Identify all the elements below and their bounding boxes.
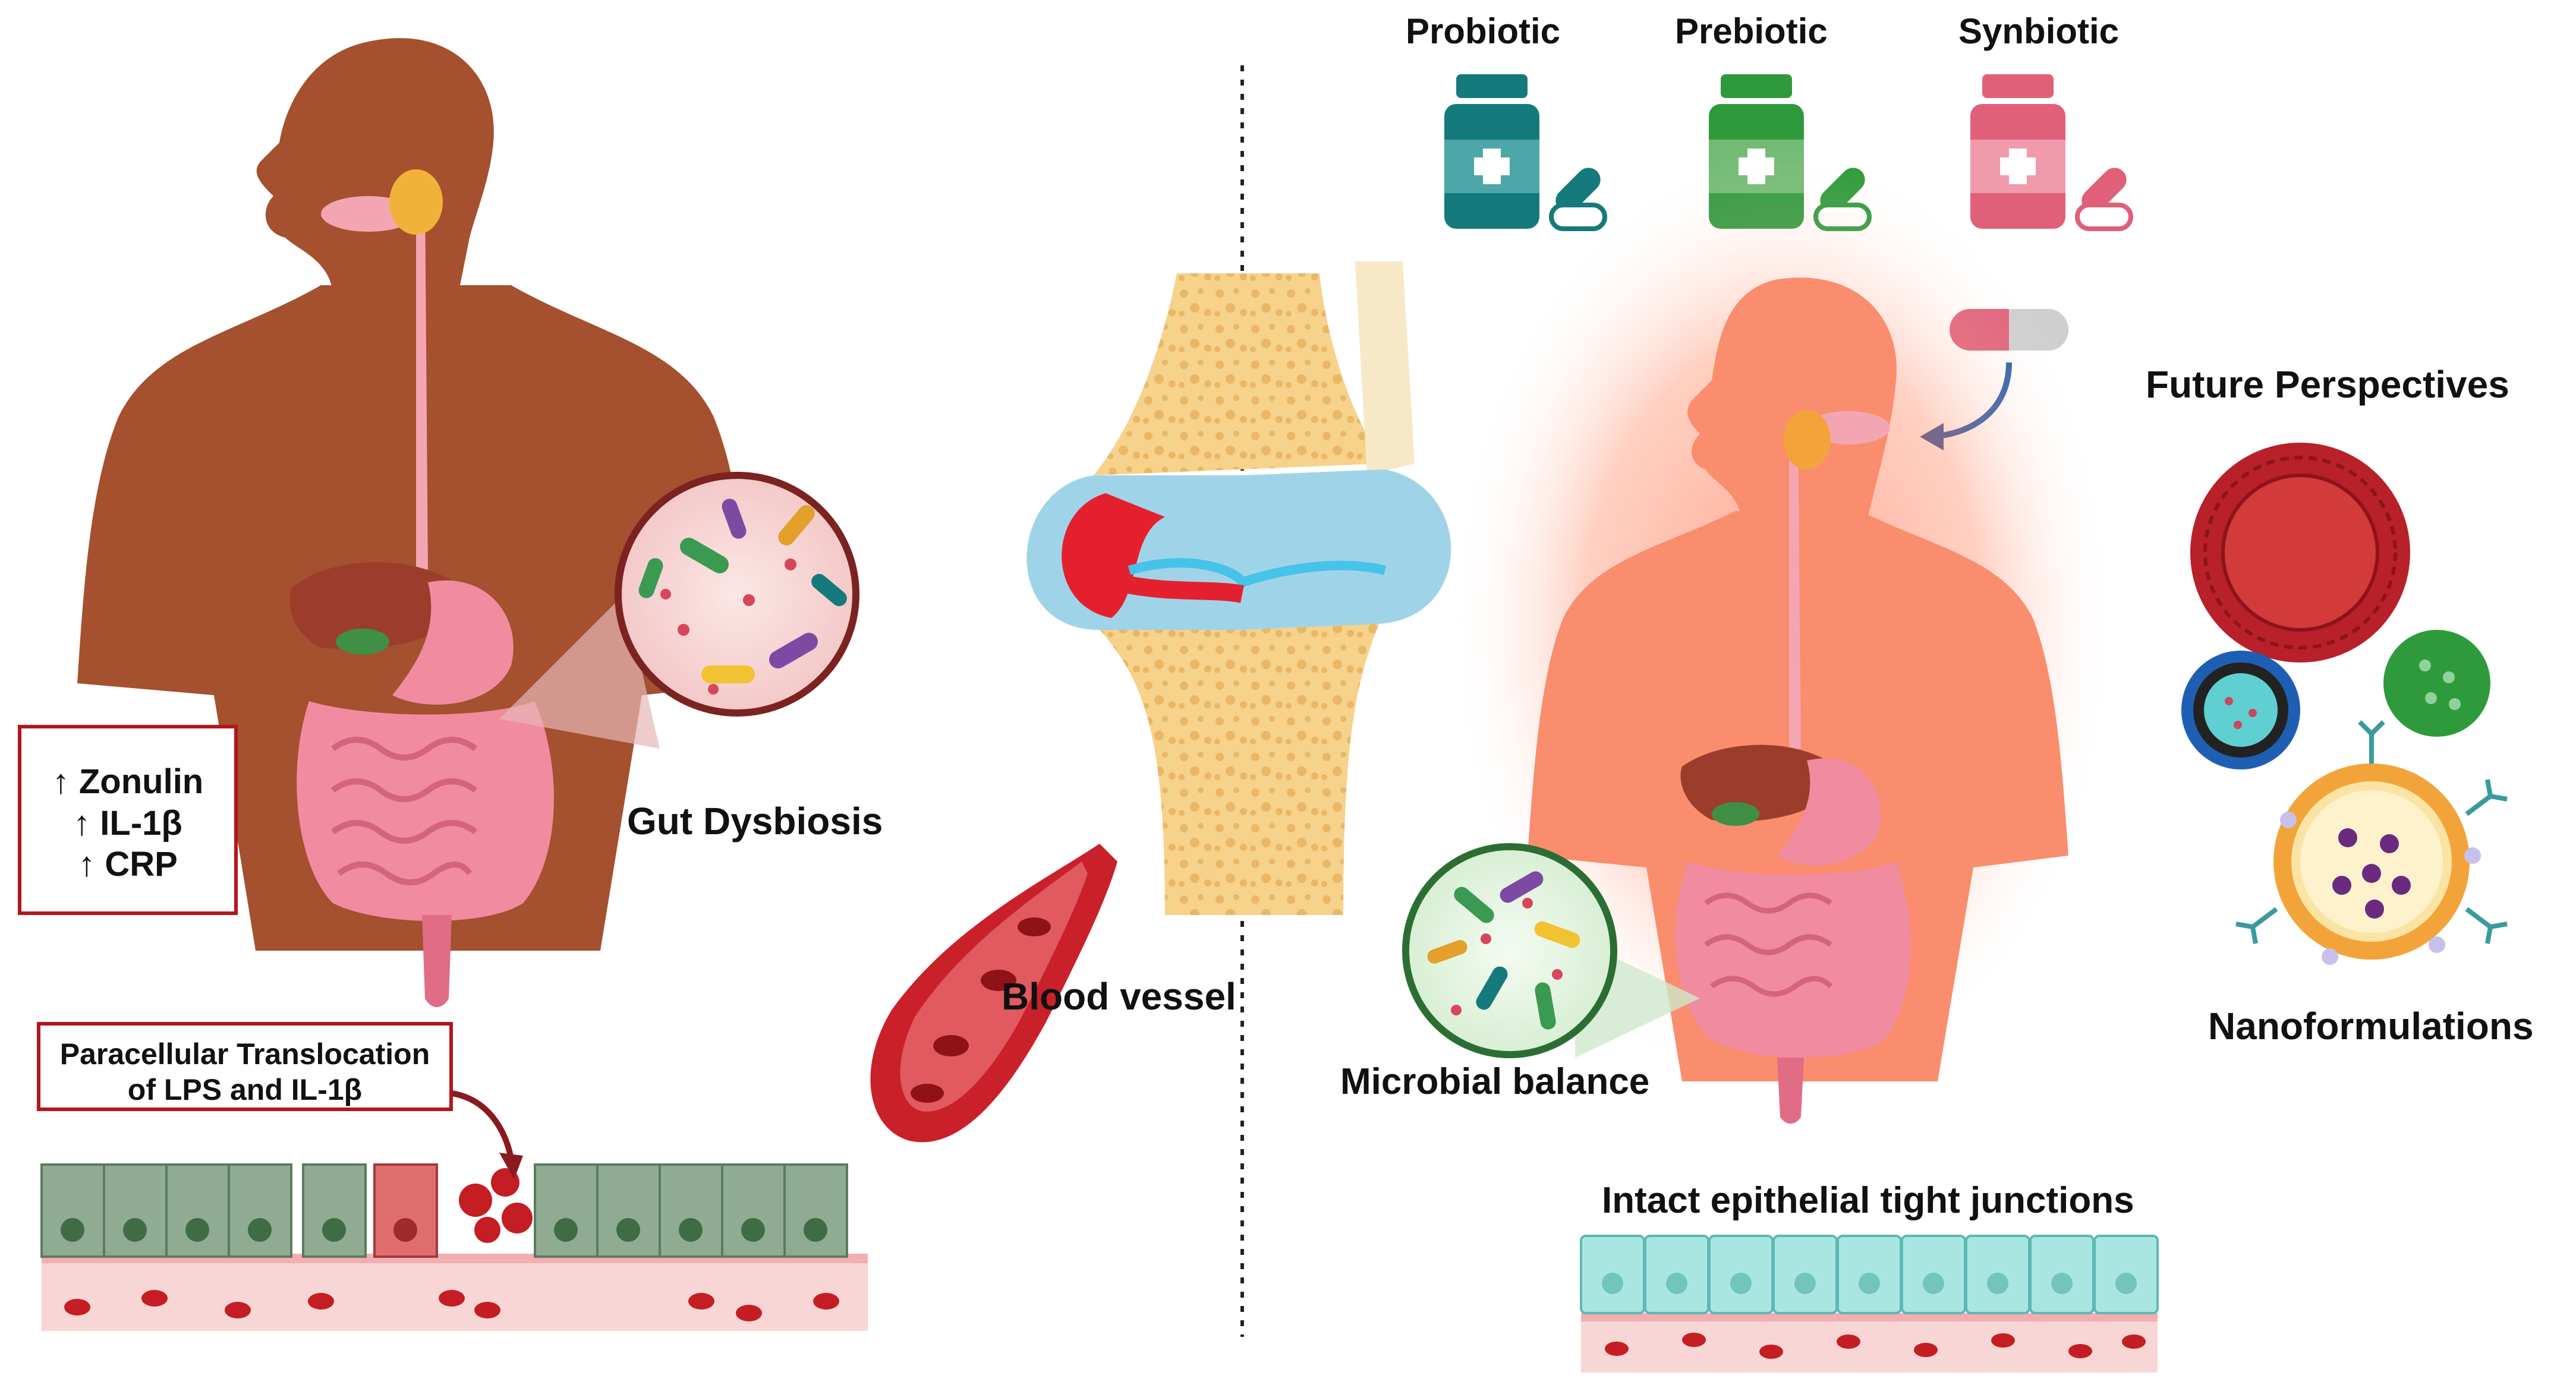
inflamed-cartilage: [1115, 573, 1244, 603]
right-salivary-gland: [1783, 410, 1831, 469]
right-rectum: [1777, 1058, 1804, 1124]
knee-joint-icon: [1026, 261, 1451, 915]
left-human-figure: [77, 38, 755, 1007]
left-stomach: [392, 580, 514, 705]
future-perspectives-label: Future Perspectives: [2146, 363, 2509, 406]
probiotic-bottle-icon: [1444, 74, 1607, 231]
nanoparticle-green-icon: [2383, 630, 2490, 737]
right-esophagus: [1789, 428, 1801, 749]
blood-vessel-icon: [870, 844, 1117, 1143]
left-salivary-gland: [389, 169, 443, 235]
right-red-blood-cells: [1605, 1333, 2146, 1359]
right-intestines: [1676, 862, 1911, 1058]
synbiotic-label: Synbiotic: [1958, 11, 2120, 51]
translocation-line-2: of LPS and IL-1β: [127, 1073, 363, 1106]
blood-vessel-label: Blood vessel: [1002, 975, 1236, 1018]
translocated-particles: [459, 1168, 533, 1243]
left-epithelial-cells: [40, 1163, 848, 1258]
right-epithelial-cells: [1580, 1235, 2159, 1314]
left-head: [256, 38, 494, 298]
marker-zonulin: ↑ Zonulin: [52, 762, 204, 801]
translocation-arrowhead: [499, 1153, 523, 1179]
right-stomach: [1777, 758, 1881, 866]
dysbiosis-connector: [499, 594, 660, 749]
translocation-box: Paracellular Translocation of LPS and IL…: [37, 1022, 453, 1111]
tight-junctions-label: Intact epithelial tight junctions: [1602, 1180, 2134, 1221]
liposome-icon: [2235, 720, 2508, 965]
right-human-figure: [1528, 277, 2068, 1124]
left-rectum: [422, 915, 452, 1007]
fibula: [1355, 261, 1415, 475]
left-red-blood-cells: [64, 1290, 839, 1321]
left-liver: [289, 562, 470, 649]
nanoparticle-red-icon: [2190, 443, 2410, 662]
translocation-line-1: Paracellular Translocation: [59, 1037, 430, 1071]
microbial-balance-label: Microbial balance: [1340, 1061, 1650, 1102]
left-epithelium-icon: [40, 1163, 868, 1331]
right-intestine-folds: [1704, 892, 1833, 997]
left-esophagus: [416, 196, 428, 570]
probiotic-label: Probiotic: [1406, 11, 1561, 51]
joint-cartilage: [1128, 558, 1386, 588]
right-gallbladder: [1712, 802, 1759, 826]
femur: [1094, 273, 1385, 475]
left-intestine-folds: [331, 737, 477, 885]
nanoformulations-label: Nanoformulations: [2208, 1005, 2534, 1048]
tibia: [1100, 624, 1379, 915]
balance-microbe-magnifier-icon: [1402, 843, 1617, 1058]
marker-crp: ↑ CRP: [78, 845, 178, 884]
dysbiosis-microbe-magnifier-icon: [615, 472, 859, 717]
biomarker-box: ↑ Zonulin ↑ IL-1β ↑ CRP: [18, 725, 238, 915]
gut-dysbiosis-label: Gut Dysbiosis: [627, 800, 883, 843]
right-liver: [1680, 744, 1843, 822]
inflamed-synovium: [1062, 493, 1165, 618]
marker-il1b: ↑ IL-1β: [73, 803, 182, 843]
nanoparticle-blue-icon: [2181, 651, 2300, 769]
translocation-arrow: [451, 1090, 514, 1159]
prebiotic-label: Prebiotic: [1675, 11, 1828, 51]
synovial-capsule-right: [1242, 469, 1451, 630]
right-head: [1687, 277, 1897, 523]
left-intestines: [297, 701, 555, 921]
left-gallbladder: [336, 629, 389, 655]
right-epithelium-icon: [1580, 1235, 2159, 1373]
synbiotic-bottle-icon: [1970, 74, 2133, 231]
